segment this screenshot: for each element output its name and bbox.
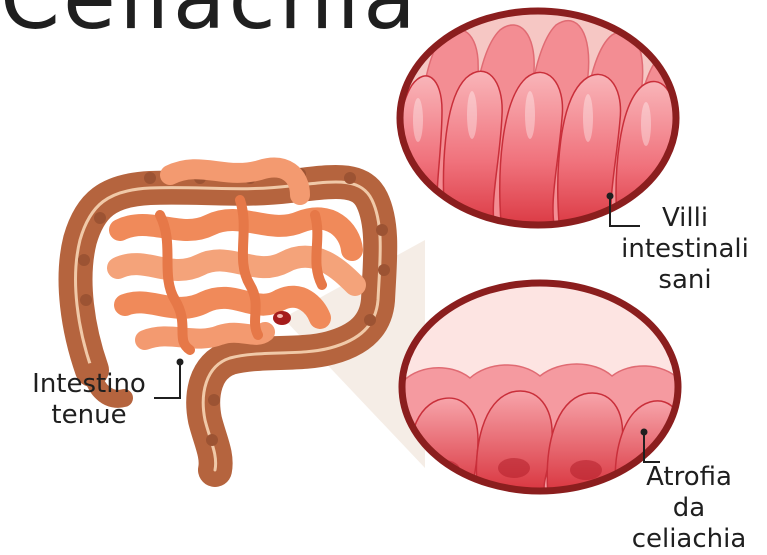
label-healthy-villi: Villi intestinali sani xyxy=(604,203,766,296)
affected-spot xyxy=(273,311,291,325)
label-celiac-atrophy: Atrofia da celiachia xyxy=(614,462,764,555)
label-small-intestine: Intestino tenue xyxy=(14,369,164,431)
healthy-villi-magnified xyxy=(395,5,685,235)
